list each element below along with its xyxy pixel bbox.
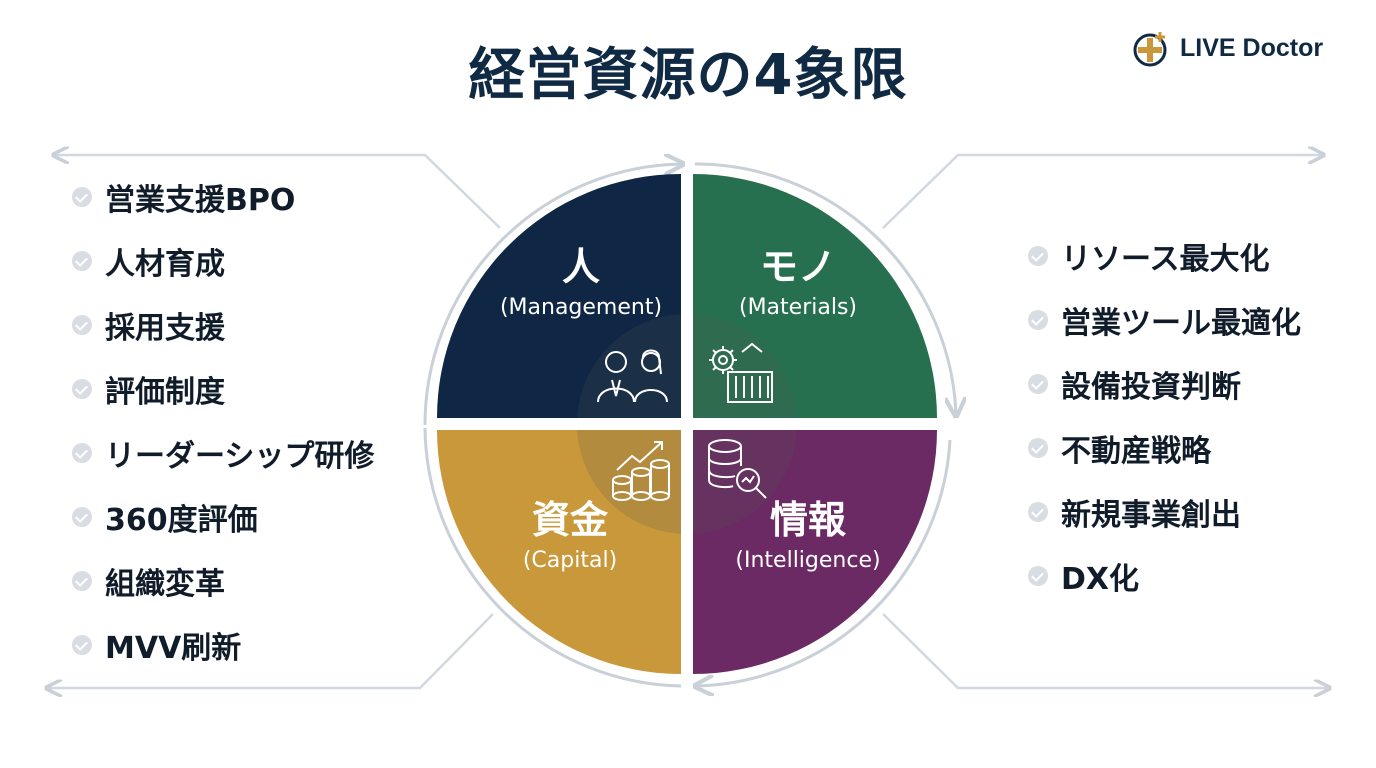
people-subtitle: (Management) bbox=[499, 294, 663, 320]
arc-bottom-left bbox=[423, 427, 682, 688]
logo: LIVE Doctor bbox=[1132, 28, 1323, 68]
list-item: 360度評価 bbox=[72, 485, 374, 549]
container-gear-icon bbox=[709, 342, 773, 403]
check-icon bbox=[1028, 502, 1048, 522]
quadrant-materials bbox=[693, 174, 937, 418]
database-search-icon bbox=[708, 439, 767, 499]
quadrant-capital-label: 資金 (Capital) bbox=[470, 498, 670, 573]
quadrant-intelligence bbox=[693, 430, 937, 674]
materials-subtitle: (Materials) bbox=[738, 294, 857, 320]
check-icon bbox=[1028, 438, 1048, 458]
check-icon bbox=[72, 187, 92, 207]
check-icon bbox=[1028, 310, 1048, 330]
check-icon bbox=[72, 507, 92, 527]
logo-text: LIVE Doctor bbox=[1180, 33, 1324, 62]
list-item: 採用支援 bbox=[72, 293, 374, 357]
materials-title: モノ bbox=[759, 245, 836, 289]
list-item: MVV刷新 bbox=[72, 613, 374, 677]
check-icon bbox=[72, 315, 92, 335]
capital-title: 資金 bbox=[531, 498, 608, 542]
arc-bottom-right bbox=[697, 439, 952, 686]
list-item: 営業支援BPO bbox=[72, 165, 374, 229]
list-item: 評価制度 bbox=[72, 357, 374, 421]
check-icon bbox=[72, 571, 92, 591]
list-item: 組織変革 bbox=[72, 549, 374, 613]
check-icon bbox=[1028, 566, 1048, 586]
quadrant-intelligence-label: 情報 (Intelligence) bbox=[703, 498, 913, 573]
list-item: 不動産戦略 bbox=[1028, 416, 1301, 480]
list-item: 設備投資判断 bbox=[1028, 352, 1301, 416]
capital-subtitle: (Capital) bbox=[522, 547, 618, 573]
right-list: リソース最大化 営業ツール最適化 設備投資判断 不動産戦略 新規事業創出 DX化 bbox=[1028, 224, 1301, 608]
list-item: リソース最大化 bbox=[1028, 224, 1301, 288]
quadrant-people-label: 人 (Management) bbox=[481, 245, 681, 320]
logo-icon bbox=[1133, 32, 1167, 67]
list-item: 新規事業創出 bbox=[1028, 480, 1301, 544]
arc-top-right bbox=[694, 162, 956, 414]
check-icon bbox=[72, 635, 92, 655]
quadrant-people bbox=[437, 174, 681, 418]
check-icon bbox=[72, 443, 92, 463]
check-icon bbox=[1028, 246, 1048, 266]
check-icon bbox=[72, 379, 92, 399]
page-title: 経営資源の4象限 bbox=[468, 43, 908, 108]
connector-bottom-left bbox=[48, 613, 494, 688]
list-item: 営業ツール最適化 bbox=[1028, 288, 1301, 352]
connector-top-left bbox=[55, 155, 501, 229]
people-icon bbox=[597, 349, 668, 403]
arc-top-left bbox=[423, 164, 681, 426]
quadrant-materials-label: モノ (Materials) bbox=[693, 245, 903, 320]
connector-bottom-right bbox=[882, 613, 1328, 688]
list-item: 人材育成 bbox=[72, 229, 374, 293]
people-title: 人 bbox=[561, 245, 600, 289]
intelligence-title: 情報 bbox=[769, 498, 846, 542]
list-item: リーダーシップ研修 bbox=[72, 421, 374, 485]
intelligence-subtitle: (Intelligence) bbox=[735, 547, 881, 573]
check-icon bbox=[1028, 374, 1048, 394]
list-item: DX化 bbox=[1028, 544, 1301, 608]
connector-top-right bbox=[882, 155, 1322, 229]
coins-growth-icon bbox=[612, 441, 670, 501]
left-list: 営業支援BPO 人材育成 採用支援 評価制度 リーダーシップ研修 360度評価 … bbox=[72, 165, 374, 677]
quadrant-capital bbox=[437, 430, 681, 674]
check-icon bbox=[72, 251, 92, 271]
